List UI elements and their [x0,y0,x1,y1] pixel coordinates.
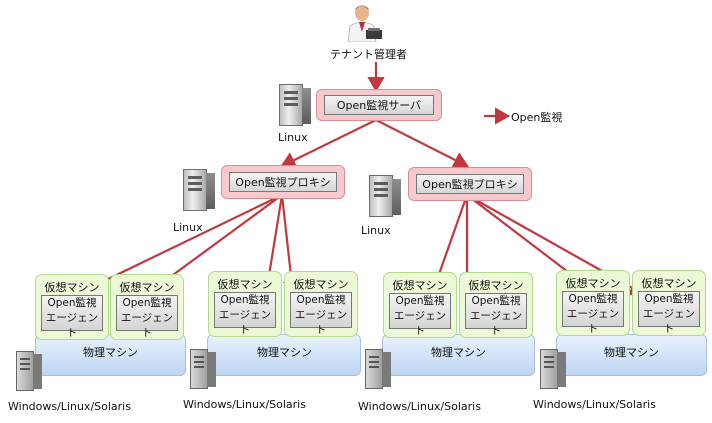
monitoring-agent: Open監視エージェント [290,292,352,336]
person-icon [344,4,384,43]
server-tower-icon [540,349,568,389]
agent-line-1: Open監視 [395,295,445,307]
virtual-machine: 仮想マシン Open監視エージェント [383,272,457,338]
physical-machine-4 [556,334,707,376]
virtual-machine: 仮想マシン Open監視エージェント [208,271,282,337]
linux-label-proxy-right: Linux [361,224,391,237]
server-tower-icon [365,349,393,389]
agent-line-2: エージェント [393,310,447,337]
physical-machine-label-2: 物理マシン [257,346,312,359]
virtual-machine-label: 仮想マシン [468,279,524,292]
virtual-machine-label: 仮想マシン [44,281,100,294]
virtual-machine: 仮想マシン Open監視エージェント [556,270,630,336]
server-tower-icon [190,349,218,389]
virtual-machine-label: 仮想マシン [392,279,448,292]
linux-label-proxy-left: Linux [173,221,203,234]
server-tower-icon [369,175,403,217]
agent-line-1: Open監視 [47,297,97,309]
server-tower-icon [183,169,217,211]
legend-label: Open監視 [511,111,563,124]
server-tower-icon [16,351,44,391]
virtual-machine-label: 仮想マシン [119,281,175,294]
os-label-2: Windows/Linux/Solaris [183,398,306,411]
monitoring-agent: Open監視エージェント [465,293,527,337]
admin-label: テナント管理者 [330,48,407,61]
physical-machine-label-3: 物理マシン [431,346,486,359]
physical-machine-label-1: 物理マシン [83,346,138,359]
proxy-label-left: Open監視プロキシ [229,172,337,192]
os-label-1: Windows/Linux/Solaris [8,400,131,413]
arrow-server-to-proxy-left [280,119,377,169]
server-tower-icon [279,84,313,126]
proxy-label-right: Open監視プロキシ [416,174,524,194]
agent-line-1: Open監視 [644,293,694,305]
os-label-4: Windows/Linux/Solaris [533,398,656,411]
virtual-machine-label: 仮想マシン [217,278,273,291]
virtual-machine: 仮想マシン Open監視エージェント [632,270,706,336]
monitoring-agent: Open監視エージェント [214,292,276,336]
monitoring-agent: Open監視エージェント [389,293,451,337]
agent-line-2: エージェント [120,312,174,339]
virtual-machine-label: 仮想マシン [293,278,349,291]
agent-line-2: エージェント [294,309,348,336]
physical-machine-2 [207,334,361,376]
monitoring-agent: Open監視エージェント [562,291,624,335]
agent-line-2: エージェント [469,310,523,337]
monitoring-agent: Open監視エージェント [638,291,700,335]
agent-line-2: エージェント [566,308,620,335]
agent-line-2: エージェント [642,308,696,335]
physical-machine-label-4: 物理マシン [604,346,659,359]
agent-line-2: エージェント [218,309,272,336]
virtual-machine-label: 仮想マシン [565,277,621,290]
physical-machine-1 [35,334,186,376]
agent-line-1: Open監視 [220,294,270,306]
virtual-machine-label: 仮想マシン [641,277,697,290]
monitoring-agent: Open監視エージェント [116,295,178,339]
agent-line-1: Open監視 [568,293,618,305]
monitoring-agent: Open監視エージェント [41,295,103,339]
arrow-server-to-proxy-right [375,119,469,168]
virtual-machine: 仮想マシン Open監視エージェント [284,271,358,337]
agent-line-2: エージェント [45,312,99,339]
virtual-machine: 仮想マシン Open監視エージェント [459,272,533,338]
agent-line-1: Open監視 [122,297,172,309]
os-label-3: Windows/Linux/Solaris [358,400,481,413]
linux-label-server: Linux [278,131,308,144]
virtual-machine: 仮想マシン Open監視エージェント [35,274,109,340]
agent-line-1: Open監視 [471,295,521,307]
physical-machine-3 [382,334,535,376]
monitoring-server-label: Open監視サーバ [324,95,434,115]
agent-line-1: Open監視 [296,294,346,306]
virtual-machine: 仮想マシン Open監視エージェント [110,274,184,340]
